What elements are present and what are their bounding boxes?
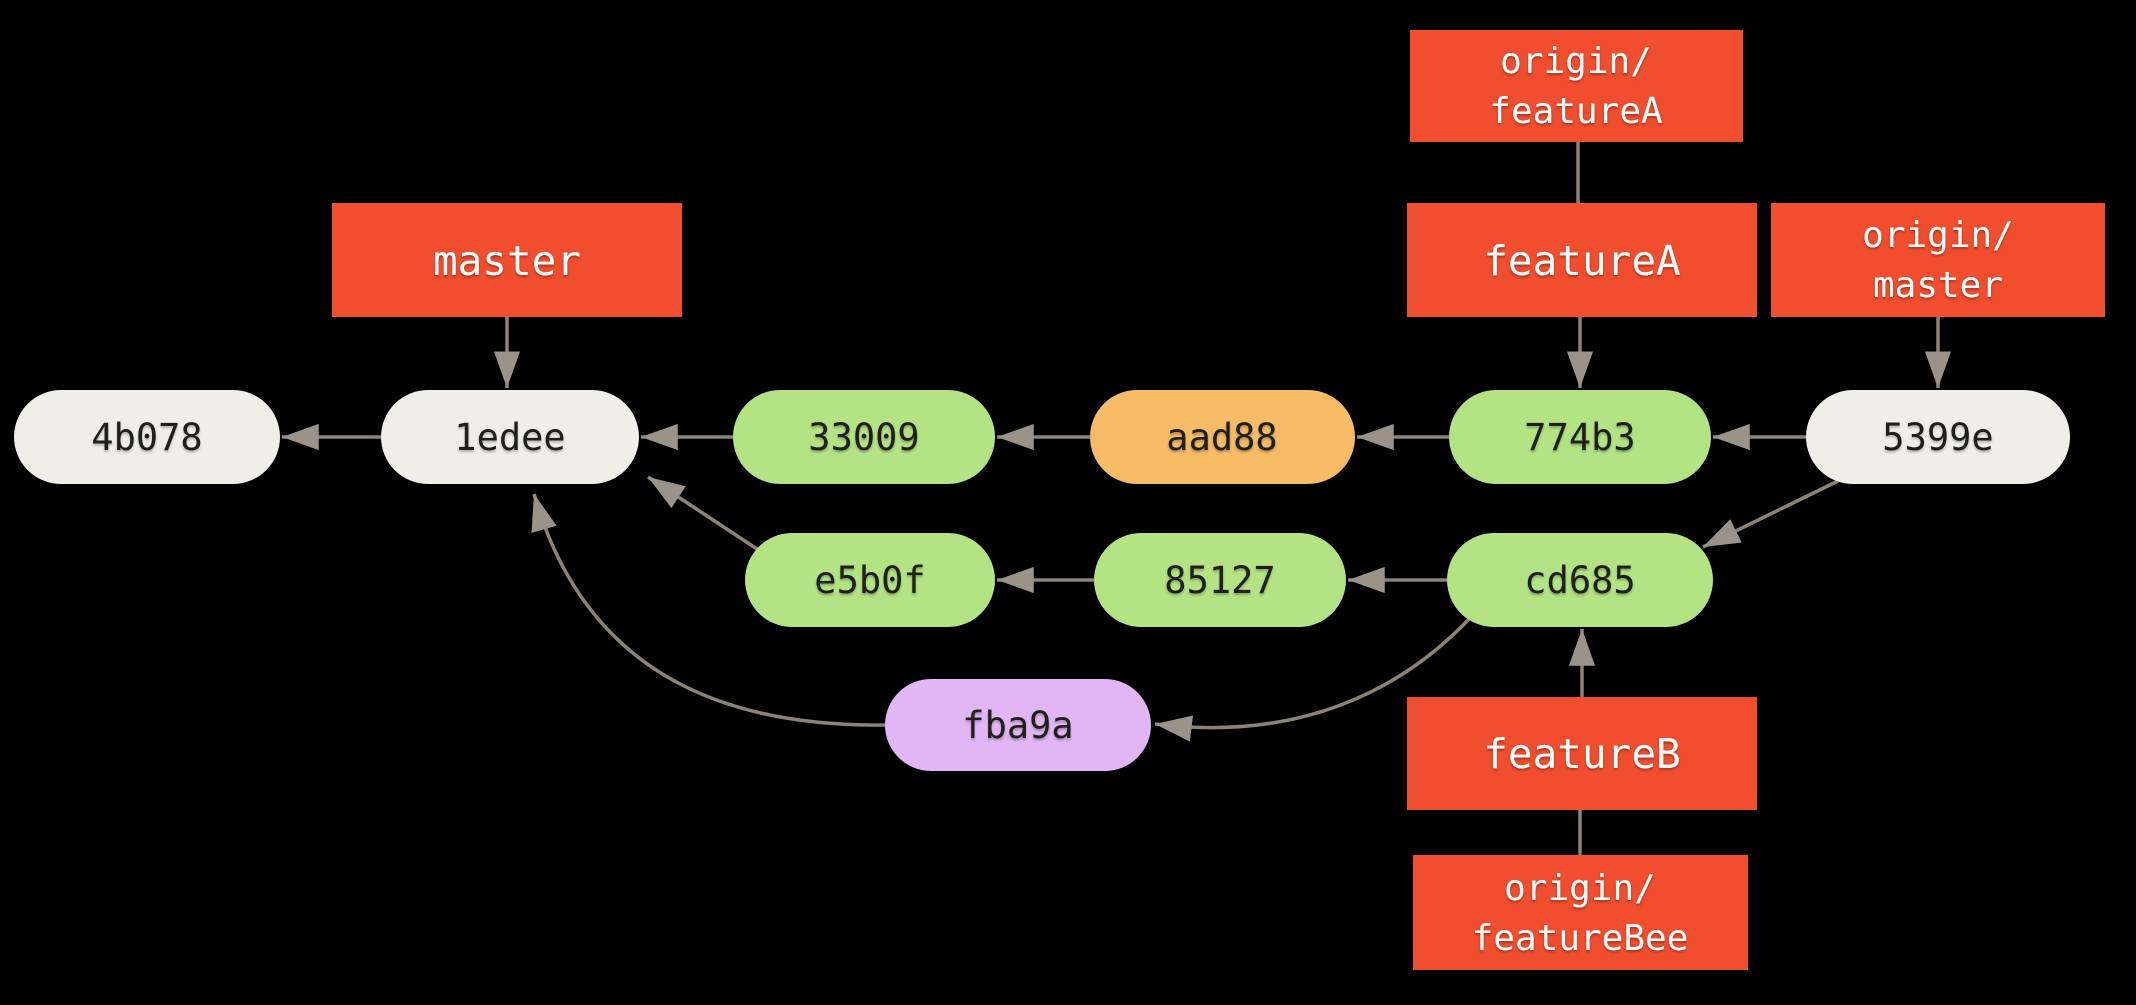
branch-label-origin-featureBee: origin/ featureBee xyxy=(1413,855,1748,970)
branch-label-featureA: featureA xyxy=(1407,203,1757,317)
commit-label: aad88 xyxy=(1166,416,1277,459)
branch-box xyxy=(1407,203,1757,317)
branch-name-line1: origin/ xyxy=(1500,41,1652,82)
branch-label-origin-master: origin/ master xyxy=(1771,203,2105,317)
edge-5399e-to-cd685 xyxy=(1702,479,1839,549)
commit-pill xyxy=(1447,533,1713,627)
branch-label-origin-featureA: origin/ featureA xyxy=(1410,30,1743,142)
commit-pill xyxy=(745,533,995,627)
branch-box xyxy=(332,203,682,317)
commit-node-1edee: 1edee xyxy=(381,390,639,484)
commit-label: 5399e xyxy=(1882,416,1993,459)
commit-pill xyxy=(885,679,1151,771)
commit-pill xyxy=(381,390,639,484)
commit-node-774b3: 774b3 xyxy=(1449,390,1711,484)
branch-name-line1: origin/ xyxy=(1862,215,2014,256)
commit-node-e5b0f: e5b0f xyxy=(745,533,995,627)
commit-label: e5b0f xyxy=(814,559,925,602)
edge-cd685-to-fba9a xyxy=(1154,616,1472,742)
commit-label: 33009 xyxy=(808,416,919,459)
commit-label: cd685 xyxy=(1524,559,1635,602)
commit-node-aad88: aad88 xyxy=(1090,390,1355,484)
commit-label: 1edee xyxy=(454,416,565,459)
branch-box xyxy=(1771,203,2105,317)
branch-label-featureB: featureB xyxy=(1407,697,1757,810)
commit-pill xyxy=(1449,390,1711,484)
branch-name: master xyxy=(433,237,581,285)
branch-name-line2: master xyxy=(1873,265,2003,306)
commit-pill xyxy=(733,390,995,484)
branch-name: featureB xyxy=(1483,730,1680,778)
commit-node-fba9a: fba9a xyxy=(885,679,1151,771)
commit-label: fba9a xyxy=(962,704,1073,747)
commit-nodes: 4b078 1edee 33009 aad88 774b3 5399e e5b0… xyxy=(14,390,2070,771)
branch-name-line1: origin/ xyxy=(1504,868,1656,909)
commit-node-cd685: cd685 xyxy=(1447,533,1713,627)
branch-name: featureA xyxy=(1483,237,1680,285)
branch-box xyxy=(1413,855,1748,970)
branch-box xyxy=(1407,697,1757,810)
commit-node-4b078: 4b078 xyxy=(14,390,280,484)
branch-name-line2: featureBee xyxy=(1472,918,1689,959)
commit-label: 774b3 xyxy=(1524,416,1635,459)
commit-node-33009: 33009 xyxy=(733,390,995,484)
commit-node-85127: 85127 xyxy=(1094,533,1346,627)
commit-pill xyxy=(1090,390,1355,484)
branch-label-master: master xyxy=(332,203,682,317)
commit-label: 85127 xyxy=(1164,559,1275,602)
edge-fba9a-to-1edee xyxy=(531,493,887,727)
edge-e5b0f-to-1edee xyxy=(647,475,758,551)
commit-node-5399e: 5399e xyxy=(1806,390,2070,484)
commit-pill xyxy=(1094,533,1346,627)
commit-pill xyxy=(14,390,280,484)
branch-box xyxy=(1410,30,1743,142)
edges xyxy=(282,142,1952,855)
commit-pill xyxy=(1806,390,2070,484)
branch-labels: master origin/ featureA featureA origin/… xyxy=(332,30,2105,970)
commit-label: 4b078 xyxy=(91,416,202,459)
branch-name-line2: featureA xyxy=(1489,91,1663,132)
